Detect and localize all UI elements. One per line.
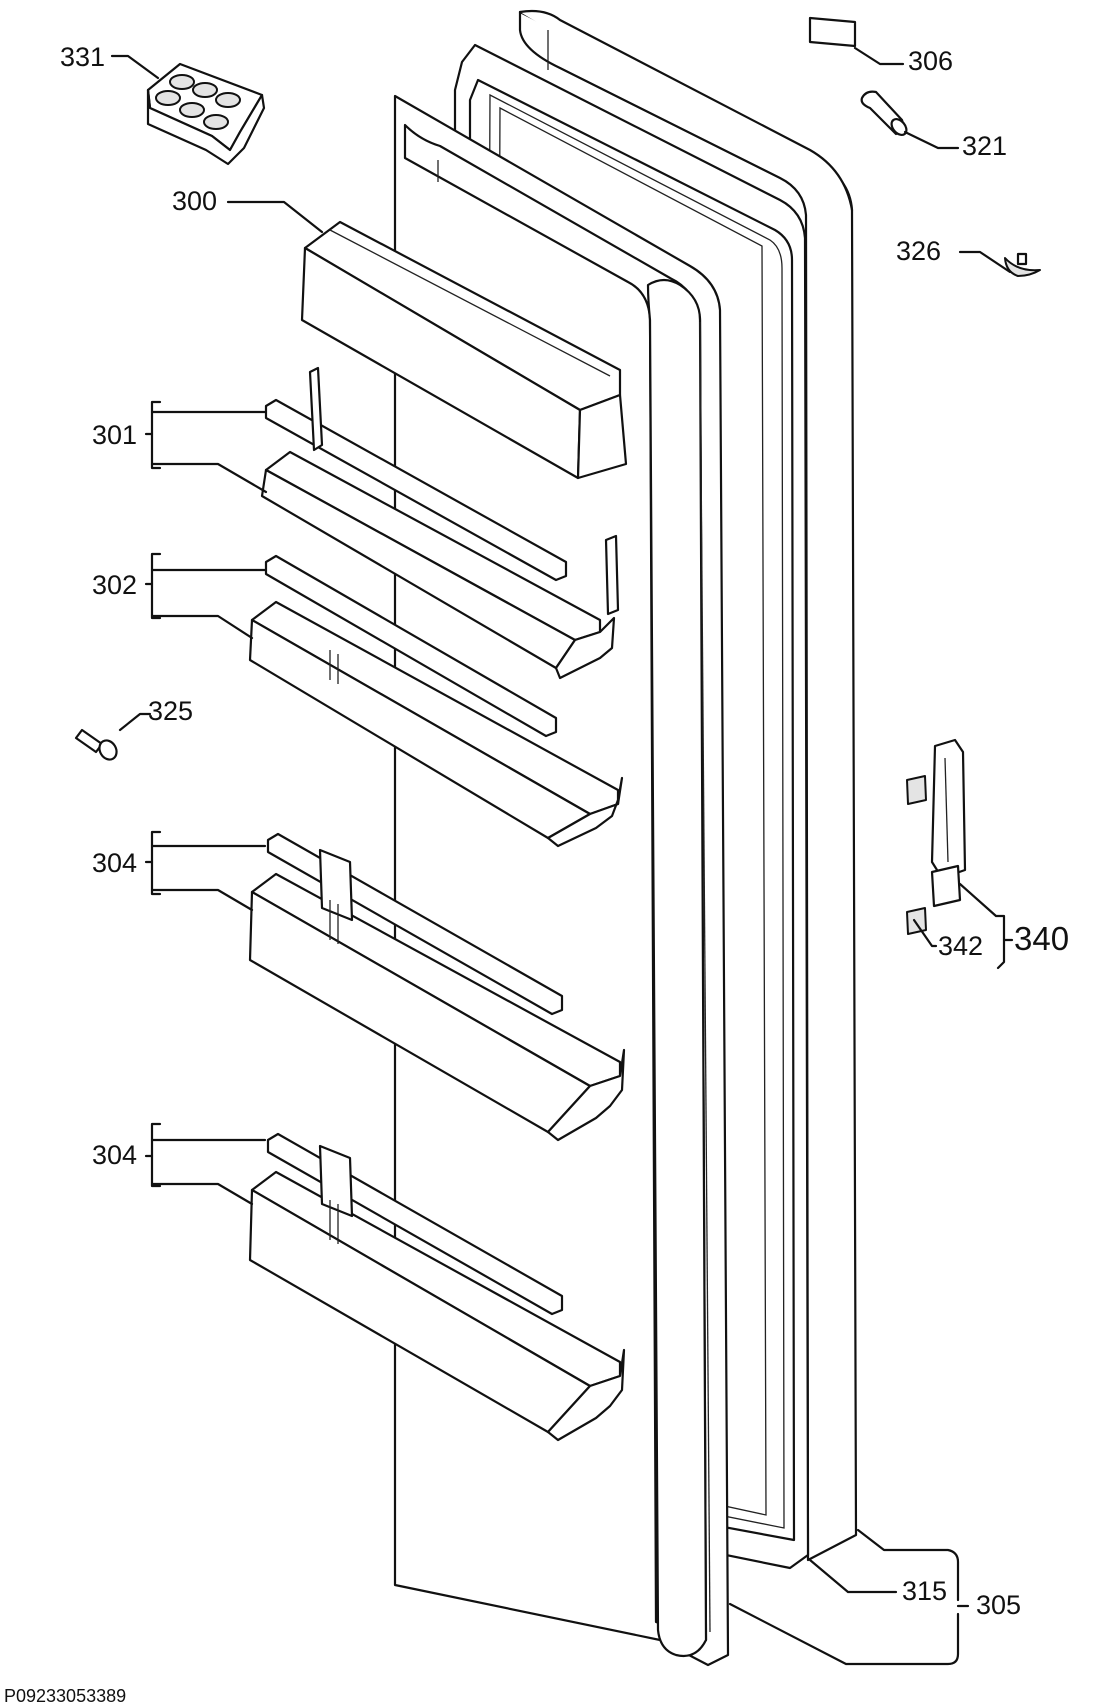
callout-301: 301 (92, 420, 138, 450)
callout-302: 302 (92, 570, 138, 600)
callout-304-lower: 304 (92, 1140, 138, 1170)
plug-cap (1004, 252, 1041, 277)
door-shelf-301 (260, 366, 620, 680)
door-shelf-304-lower (248, 1132, 626, 1442)
butter-compartment (300, 220, 628, 480)
callout-306: 306 (908, 46, 954, 76)
callout-304-upper: 304 (92, 848, 138, 878)
callout-340: 340 (1014, 920, 1070, 957)
label-plate (808, 16, 857, 48)
callout-342: 342 (938, 931, 984, 961)
callout-305: 305 (976, 1590, 1022, 1620)
screw (74, 728, 118, 761)
leader-lines (110, 46, 1014, 1666)
drawing-code: P09233053389 (4, 1686, 127, 1706)
door-shelf-304-upper (248, 832, 626, 1142)
callout-300: 300 (172, 186, 218, 216)
callout-331: 331 (60, 42, 106, 72)
cylinder-pin (860, 90, 908, 136)
door-outer-panel (518, 9, 858, 1562)
callout-326: 326 (896, 236, 942, 266)
door-shelf-302 (248, 554, 624, 848)
callout-325: 325 (148, 696, 194, 726)
callout-315: 315 (902, 1576, 948, 1606)
hinge-bracket (906, 738, 967, 935)
callout-321: 321 (962, 131, 1008, 161)
egg-tray (146, 62, 266, 166)
